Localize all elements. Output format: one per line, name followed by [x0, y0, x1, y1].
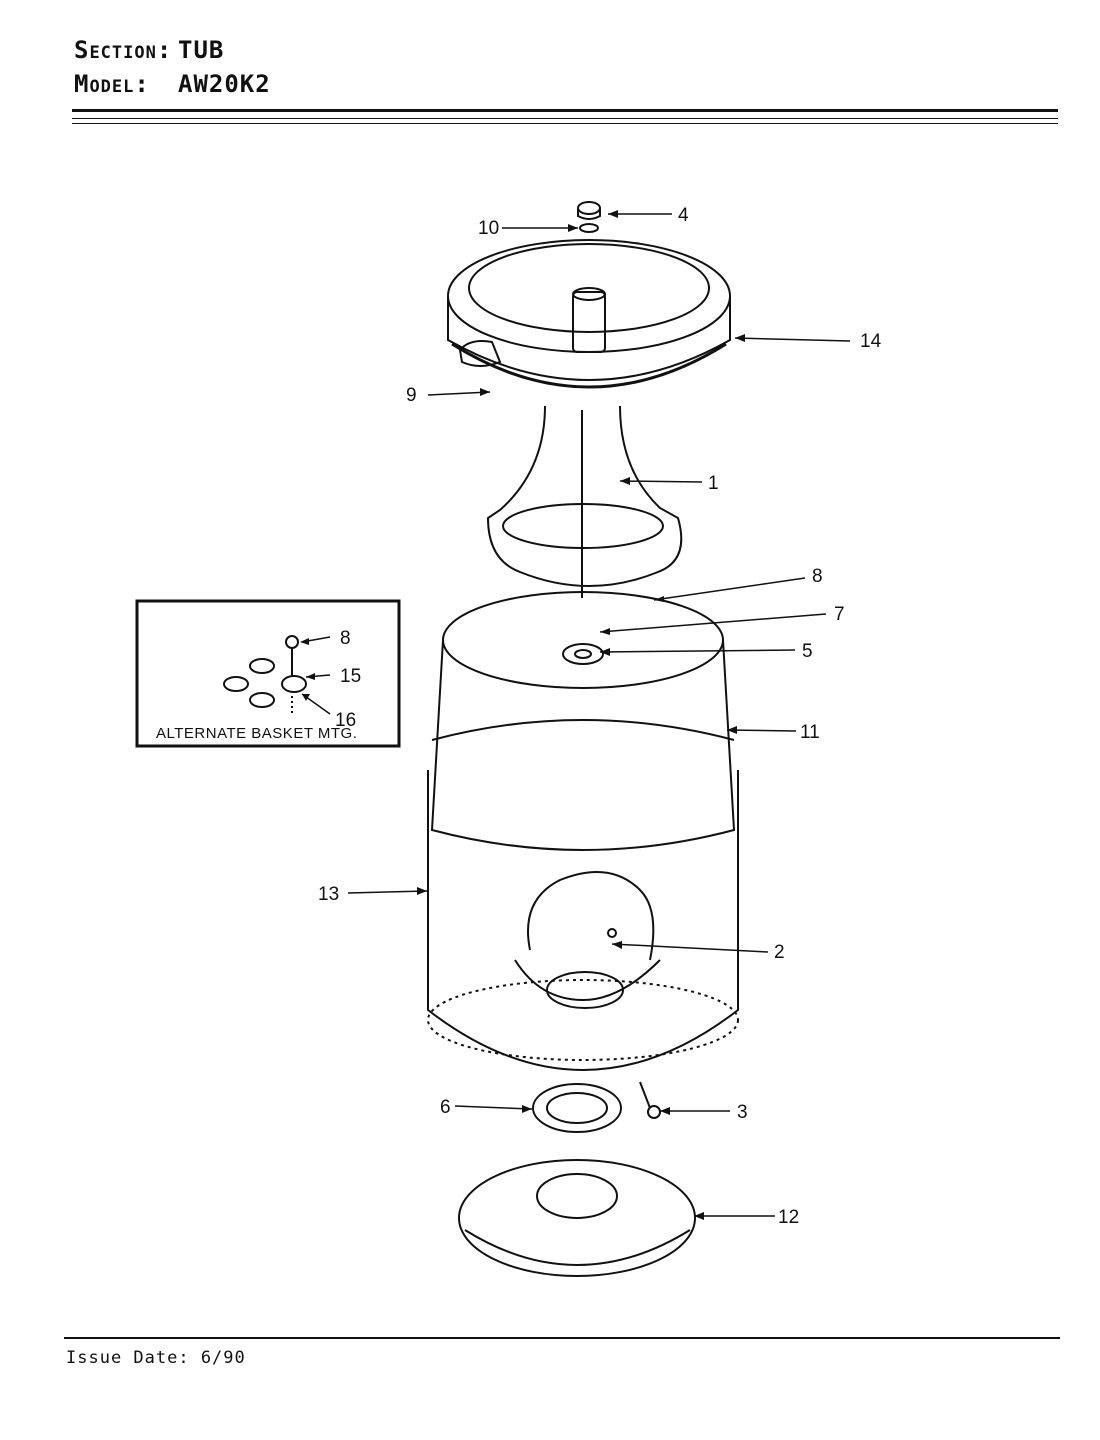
- callout-2: 2: [774, 942, 785, 963]
- inset-callout-16: 16: [335, 710, 356, 731]
- alternate-basket-inset: 8 15 16 ALTERNATE BASKET MTG.: [135, 599, 401, 748]
- footer-rule: [64, 1337, 1060, 1339]
- leader-6: [454, 1105, 533, 1110]
- issue-date: Issue Date: 6/90: [66, 1348, 246, 1368]
- inset-callout-15: 15: [340, 666, 361, 687]
- callout-9: 9: [406, 385, 417, 406]
- leader-1: [619, 480, 703, 483]
- part-1-agitator: [486, 287, 683, 598]
- callout-11: 11: [800, 722, 820, 743]
- part-9-seal: [451, 342, 727, 389]
- model-value: AW20K2: [178, 70, 271, 98]
- part-10-washer: [579, 223, 599, 233]
- callout-5: 5: [802, 641, 813, 662]
- inset-title: ALTERNATE BASKET MTG.: [156, 725, 357, 742]
- inset-screw-8: [285, 635, 299, 649]
- leader-8: [653, 577, 806, 601]
- part-11-basket: [430, 591, 736, 851]
- leader-14: [734, 337, 851, 342]
- section-value: TUB: [178, 36, 225, 64]
- part-3-bolt: [639, 1081, 661, 1119]
- inset-grommet-3: [249, 692, 275, 708]
- inset-callout-8: 8: [340, 628, 351, 649]
- part-13-outer-tub: [427, 719, 739, 1071]
- inset-grommet-2: [249, 658, 275, 674]
- header-rule-thin-2: [72, 123, 1058, 124]
- section-row: Section: TUB: [74, 36, 223, 64]
- callout-8: 8: [812, 566, 823, 587]
- section-label: Section:: [74, 36, 173, 64]
- callout-3: 3: [737, 1102, 748, 1123]
- leader-2: [611, 943, 769, 953]
- leader-9: [427, 391, 491, 396]
- inset-grommet-15: [281, 675, 307, 693]
- callout-13: 13: [318, 884, 339, 905]
- inset-grommet-1: [223, 676, 249, 692]
- callout-14: 14: [860, 331, 882, 352]
- model-label: Model:: [74, 70, 150, 98]
- part-14-tub-ring: [447, 239, 731, 381]
- callout-6: 6: [440, 1097, 451, 1118]
- leader-5: [599, 649, 796, 653]
- model-row: Model: AW20K2: [74, 70, 270, 98]
- header-rule-thick: [72, 109, 1058, 112]
- callout-1: 1: [708, 473, 719, 494]
- callout-12: 12: [778, 1207, 799, 1228]
- leader-11: [726, 729, 797, 732]
- callout-10: 10: [478, 218, 499, 239]
- leader-13: [347, 890, 428, 894]
- part-6-mount-ring: [532, 1083, 622, 1133]
- leader-7: [599, 613, 827, 633]
- part-4-nut: [577, 201, 601, 220]
- header-rule-thin: [72, 118, 1058, 119]
- callout-7: 7: [834, 604, 845, 625]
- part-12-base: [458, 1159, 696, 1277]
- callout-4: 4: [678, 205, 689, 226]
